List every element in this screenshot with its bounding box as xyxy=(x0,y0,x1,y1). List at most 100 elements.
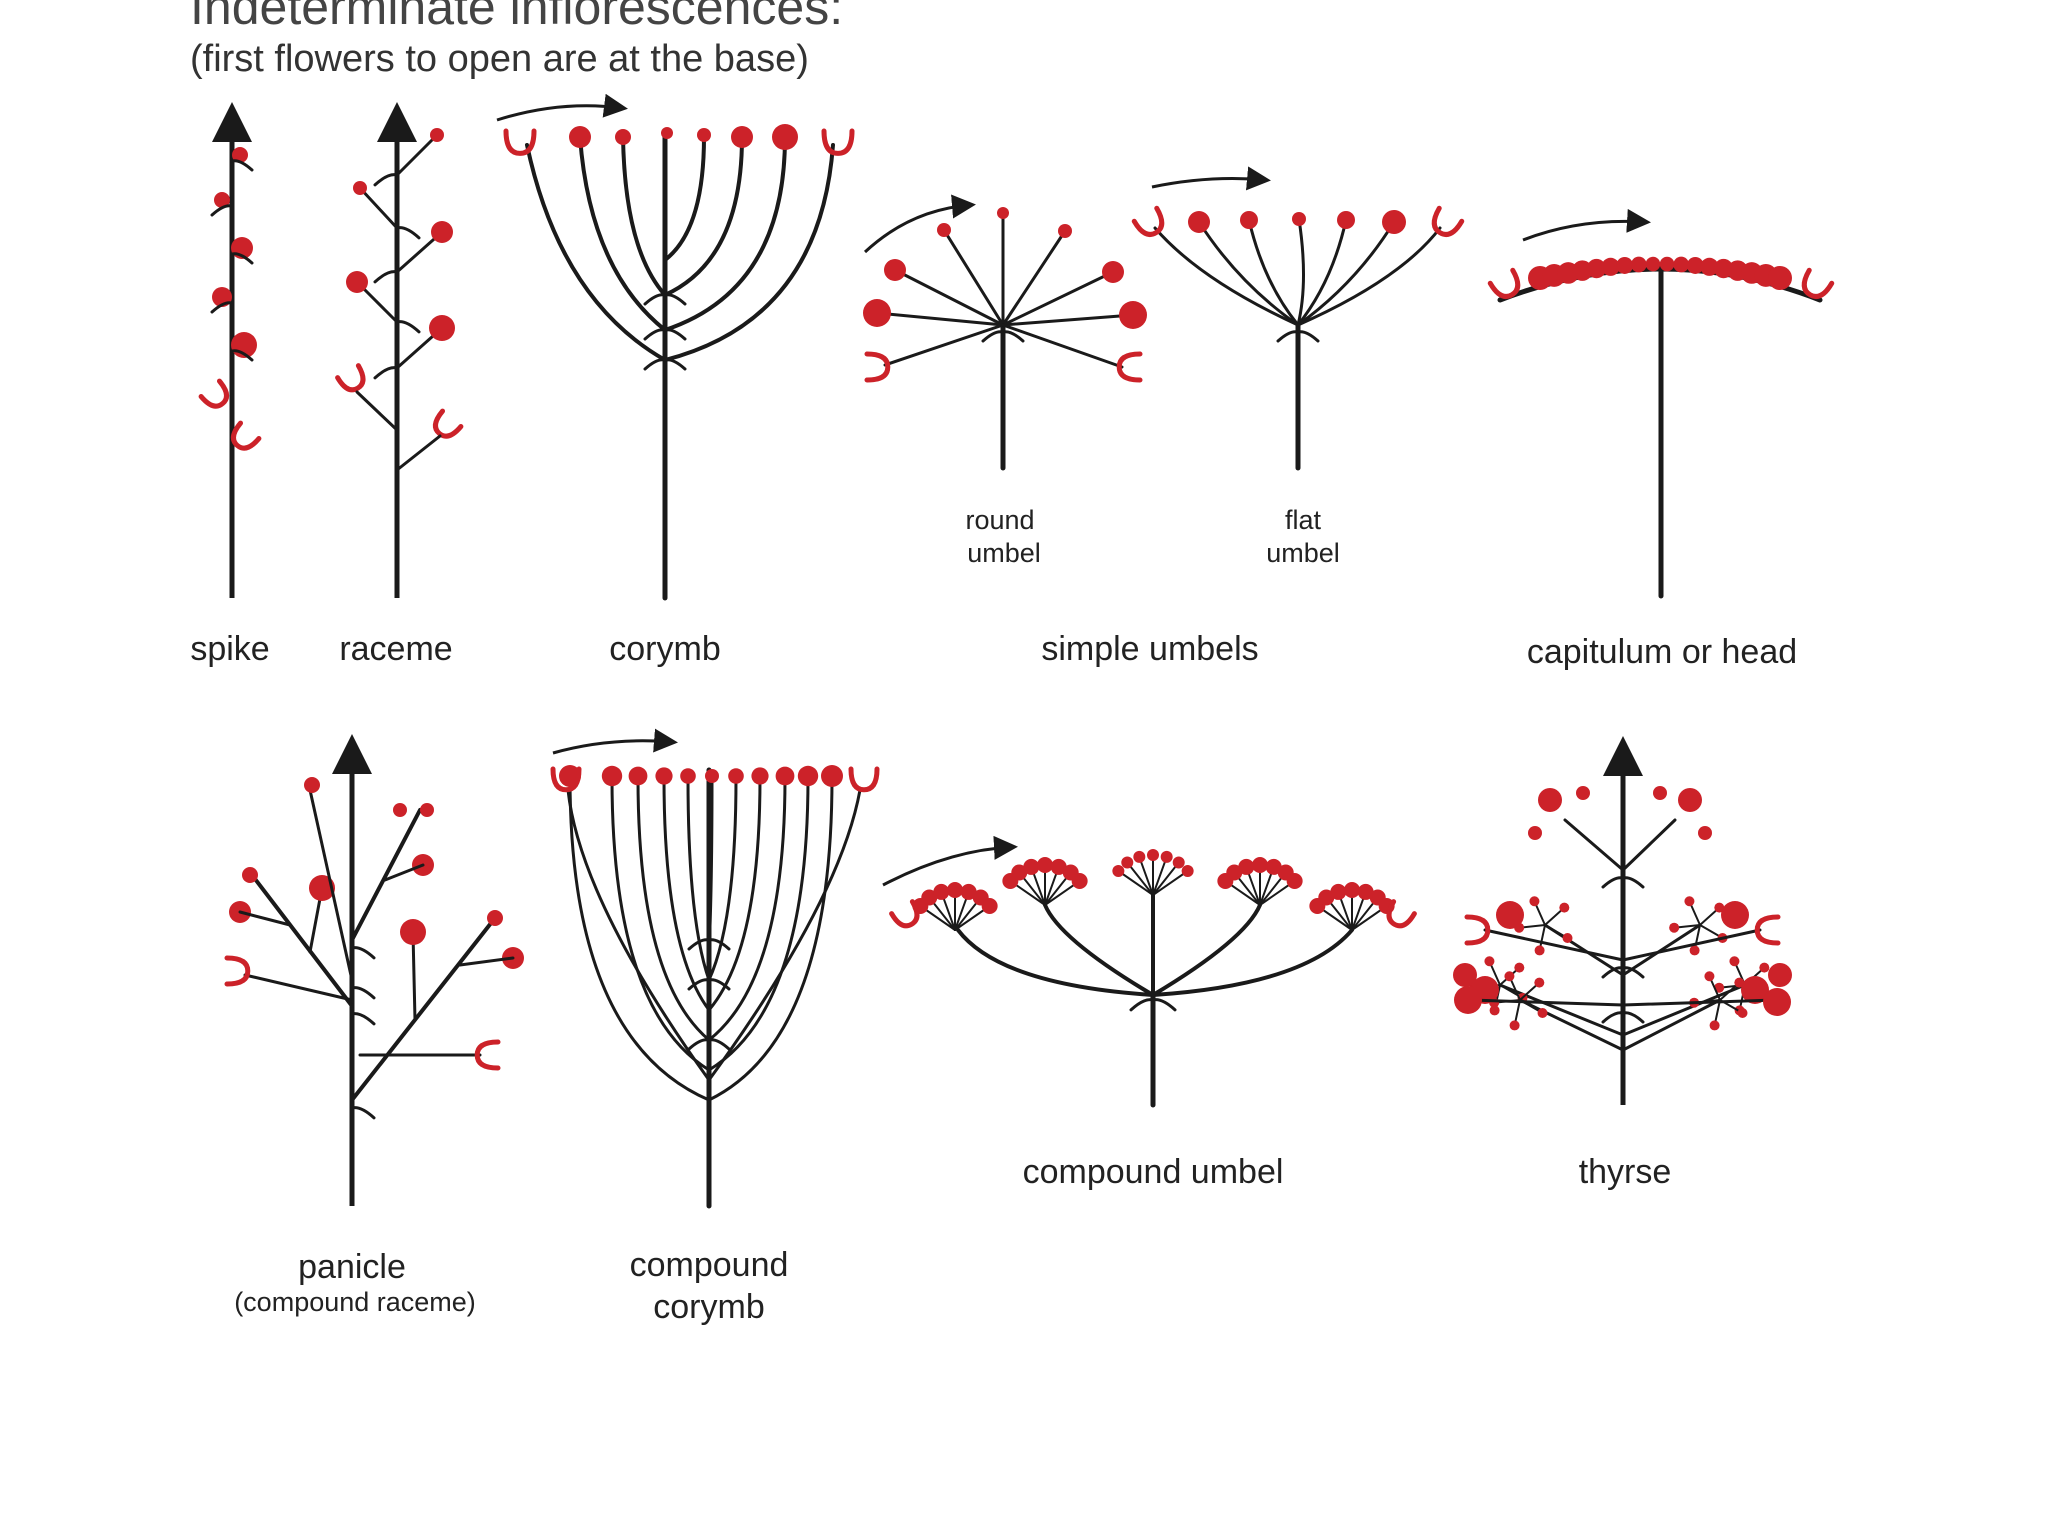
thyrse-flower xyxy=(1537,1008,1548,1018)
raceme-flower xyxy=(430,128,444,142)
panicle-flower xyxy=(242,867,258,883)
thyrse-flower xyxy=(1689,945,1700,956)
thyrse-flower xyxy=(1678,788,1702,812)
compound-umbel-flower xyxy=(1011,864,1028,881)
bract xyxy=(1129,998,1155,1012)
round-umbel-flower xyxy=(863,299,891,327)
bract xyxy=(1276,330,1300,343)
bract xyxy=(350,1106,376,1120)
bract xyxy=(350,946,376,960)
compound-corymb-ray xyxy=(707,776,787,1042)
capitulum-bud xyxy=(1487,267,1521,299)
capitulum-floret xyxy=(1645,256,1661,272)
thyrse-flower xyxy=(1509,1020,1520,1031)
round-umbel-flower xyxy=(1119,301,1147,329)
branch xyxy=(621,135,667,297)
round-umbel-ray xyxy=(1001,229,1067,327)
branch xyxy=(383,863,425,882)
compound-umbel-flower xyxy=(1050,858,1067,875)
spike-bud xyxy=(198,378,229,409)
thyrse-bud xyxy=(1464,914,1491,946)
label-capitulum: capitulum or head xyxy=(1526,633,1798,671)
label-flat-umbel-line1: flat xyxy=(1284,505,1322,535)
branch xyxy=(525,143,667,362)
label-round-umbel-line2: umbel xyxy=(967,538,1041,568)
label-compound-umbel: compound umbel xyxy=(1022,1153,1284,1191)
compound-umbel-flower xyxy=(1252,857,1268,873)
bract xyxy=(395,320,421,334)
thyrse-flower xyxy=(1684,896,1695,907)
compound-corymb-flower xyxy=(797,765,819,787)
compound-corymb-ray xyxy=(566,788,711,1082)
raceme-pedicel xyxy=(395,133,439,177)
compound-umbel-bud xyxy=(889,899,920,929)
thyrse-flower xyxy=(1759,962,1770,973)
corymb-flower xyxy=(731,126,753,148)
bract xyxy=(1601,1011,1625,1024)
compound-umbel-flower xyxy=(1238,858,1255,875)
raceme-flower xyxy=(346,271,368,293)
label-panicle-sub: (compound raceme) xyxy=(234,1287,476,1317)
flat-umbel-flower xyxy=(1240,211,1258,229)
thyrse-flower xyxy=(1714,902,1725,913)
panicle-flower xyxy=(393,803,407,817)
panicle-flower xyxy=(487,910,503,926)
panicle-flower xyxy=(400,919,426,945)
corymb-order-arrow xyxy=(496,93,628,122)
flat-umbel-ray xyxy=(1296,226,1442,327)
round-umbel-order-arrow xyxy=(863,194,976,254)
compound-umbel-ray xyxy=(1152,861,1180,896)
compound-umbel-ray xyxy=(1152,870,1189,896)
compound-umbel-bud xyxy=(1386,899,1417,929)
bract xyxy=(663,358,687,371)
compound-umbel-flower xyxy=(1357,883,1374,900)
capitulum-floret xyxy=(1686,256,1704,274)
corymb-flower xyxy=(697,128,711,142)
branch xyxy=(1621,928,1762,962)
compound-umbel-flower xyxy=(921,889,938,906)
corymb-flower xyxy=(772,124,798,150)
label-simple-umbels: simple umbels xyxy=(1041,630,1259,668)
bract xyxy=(210,204,234,217)
capitulum-floret xyxy=(1616,256,1634,274)
compound-umbel-ray xyxy=(1117,870,1154,896)
round-umbel-flower xyxy=(884,259,906,281)
compound-corymb-ray xyxy=(707,788,862,1082)
thyrse-flower xyxy=(1653,786,1667,800)
capitulum-floret xyxy=(1601,257,1620,276)
capitulum-bud xyxy=(1801,267,1835,299)
branch xyxy=(411,931,417,1022)
label-flat-umbel-line2: umbel xyxy=(1266,538,1340,568)
bract xyxy=(1601,876,1625,889)
capitulum-floret xyxy=(1630,256,1647,273)
flat-umbel-ray xyxy=(1296,220,1396,327)
round-umbel-ray xyxy=(875,311,1005,327)
compound-umbel-flower xyxy=(933,883,950,900)
thyrse-flower xyxy=(1763,988,1791,1016)
compound-umbel-flower xyxy=(1133,850,1146,863)
panicle-bud xyxy=(474,1039,501,1071)
round-umbel-ray xyxy=(1001,313,1135,327)
flat-umbel-ray xyxy=(1247,218,1300,327)
branch xyxy=(1483,928,1625,962)
bract xyxy=(1621,966,1645,979)
compound-corymb-flower xyxy=(680,768,696,784)
compound-umbel-flower xyxy=(1286,873,1303,889)
compound-corymb-flower xyxy=(601,765,623,787)
bract xyxy=(230,159,254,172)
capitulum-floret xyxy=(1586,258,1607,279)
compound-umbel-flower xyxy=(1160,850,1173,863)
flat-umbel-ray xyxy=(1296,218,1348,327)
bract xyxy=(1296,330,1320,343)
raceme-flower xyxy=(429,315,455,341)
compound-umbel-flower xyxy=(1121,856,1134,869)
label-corymb: corymb xyxy=(609,630,721,668)
thyrse-flower xyxy=(1737,1008,1748,1018)
compound-umbel-flower xyxy=(1147,849,1159,861)
spike-bud xyxy=(231,420,262,451)
thyrse-flower xyxy=(1729,956,1740,967)
spike-flower xyxy=(232,147,248,163)
thyrse-terminal-flower xyxy=(1741,976,1769,1004)
thyrse-flower xyxy=(1562,933,1573,943)
branch xyxy=(1621,818,1677,872)
